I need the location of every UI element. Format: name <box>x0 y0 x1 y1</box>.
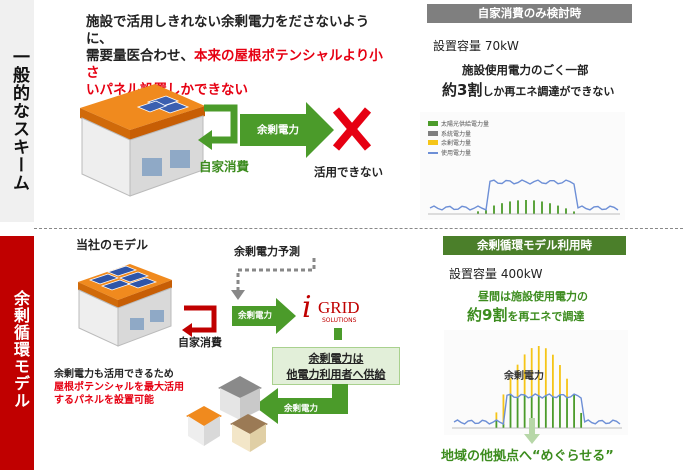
note-bottom-line2: 約9割を再エネで調達 <box>467 306 585 324</box>
panel-title-top: 自家消費のみ検討時 <box>427 4 632 23</box>
footer-circulate-text: 地域の他拠点へ“めぐらせる” <box>441 449 614 464</box>
note-top-line2: 約3割しか再エネ調達ができない <box>442 81 615 99</box>
usage-chart-top <box>420 112 625 220</box>
solar-bar <box>495 420 498 428</box>
surplus-bar <box>523 354 526 395</box>
solar-bar <box>533 200 535 214</box>
solar-panels-full <box>88 265 158 291</box>
capacity-top: 設置容量 70kW <box>433 39 519 53</box>
solar-panels-small <box>136 95 190 114</box>
solar-bar <box>530 396 533 428</box>
surplus-bar <box>559 365 561 395</box>
building-illustration-top <box>80 84 205 197</box>
chart-bars-top <box>477 200 575 214</box>
panel-title-bottom: 余剰循環モデル利用時 <box>443 236 626 255</box>
arrow-down-footer-icon <box>524 418 540 444</box>
our-model-heading: 当社のモデル <box>76 238 149 252</box>
surplus-arrow-to-others <box>254 384 348 424</box>
note-bottom-line1: 昼間は施設使用電力の <box>478 290 588 303</box>
surplus-forecast-label: 余剰電力予測 <box>234 245 300 258</box>
solar-bar <box>509 201 511 214</box>
solar-bar <box>501 203 503 214</box>
note-top-line1: 施設使用電力のごく一部 <box>462 63 589 77</box>
arrow-down-icon <box>334 328 342 340</box>
igrid-logo: i GRID SOLUTIONS <box>302 290 360 325</box>
section-divider <box>34 228 683 229</box>
capacity-bottom: 設置容量 400kW <box>449 267 543 281</box>
solar-bar <box>544 395 547 428</box>
usage-line-top <box>429 179 619 211</box>
surplus-arrow-top <box>240 102 334 158</box>
solar-bar <box>551 396 554 428</box>
solar-bar <box>557 205 559 214</box>
solar-bar <box>573 211 575 214</box>
solar-bar <box>485 209 487 214</box>
legend-item-surplus: 余剰電力量 <box>428 139 489 149</box>
legend-top: 太陽光供給電力量 系統電力量 余剰電力量 使用電力量 <box>428 120 489 158</box>
legend-item-usage: 使用電力量 <box>428 149 489 159</box>
surplus-arrow-top-label: 余剰電力 <box>257 124 299 136</box>
surplus-bar <box>495 412 498 421</box>
surplus-arrow-to-others-label: 余剰電力 <box>284 404 319 414</box>
legend-item-grid: 系統電力量 <box>428 130 489 140</box>
forecast-dashed-arrow <box>231 258 316 300</box>
solar-bar <box>541 201 543 214</box>
bottom-description: 余剰電力も活用できるため 屋根ポテンシャルを最大活用 するパネルを設置可能 <box>54 369 184 406</box>
surplus-bar <box>551 354 554 397</box>
cannot-use-label: 活用できない <box>314 165 383 179</box>
solar-bar <box>523 394 526 428</box>
supply-box: 余剰電力は 他電力利用者へ供給 <box>272 347 400 385</box>
surplus-bar <box>509 378 512 395</box>
solar-bar <box>477 211 479 214</box>
solar-bar <box>549 203 551 214</box>
solar-bar <box>517 200 519 214</box>
cross-icon <box>332 107 372 151</box>
self-consumption-label-top: 自家消費 <box>199 159 250 174</box>
solar-bar <box>580 412 583 428</box>
solar-bar <box>573 394 575 428</box>
surplus-bar <box>502 394 505 424</box>
solar-bar <box>509 394 512 428</box>
solar-bar <box>516 397 519 428</box>
houses-illustration <box>186 376 268 452</box>
top-section-sidebar <box>0 0 34 222</box>
bottom-section-sidebar <box>0 236 34 470</box>
surplus-bar <box>516 364 519 398</box>
self-consumption-loop-bottom <box>182 305 217 337</box>
surplus-bar <box>544 348 547 396</box>
solar-bar <box>565 208 567 214</box>
legend-item-solar: 太陽光供給電力量 <box>428 120 489 130</box>
self-consumption-loop-top <box>198 104 238 150</box>
building-illustration-bottom <box>78 264 172 347</box>
surplus-arrow-to-grid-label: 余剰電力 <box>238 311 273 321</box>
chart-bars-bottom <box>495 346 583 428</box>
usage-chart-bottom <box>444 330 628 435</box>
solar-bar <box>525 200 527 214</box>
top-section-label: 一般的なスキーム <box>9 48 29 192</box>
surplus-bar <box>566 378 568 398</box>
surplus-bar <box>537 346 540 396</box>
solar-bar <box>502 423 505 428</box>
solar-bar <box>537 395 540 428</box>
solar-bar <box>566 397 568 428</box>
bottom-section-label: 余剰循環モデル <box>11 290 30 409</box>
solar-bar <box>559 394 561 428</box>
chart-surplus-label: 余剰電力 <box>504 371 544 382</box>
solar-bar <box>493 205 495 214</box>
surplus-arrow-to-grid <box>232 298 296 334</box>
usage-line-bottom <box>453 393 621 425</box>
self-consumption-label-bottom: 自家消費 <box>178 336 222 349</box>
surplus-bar <box>530 348 533 397</box>
